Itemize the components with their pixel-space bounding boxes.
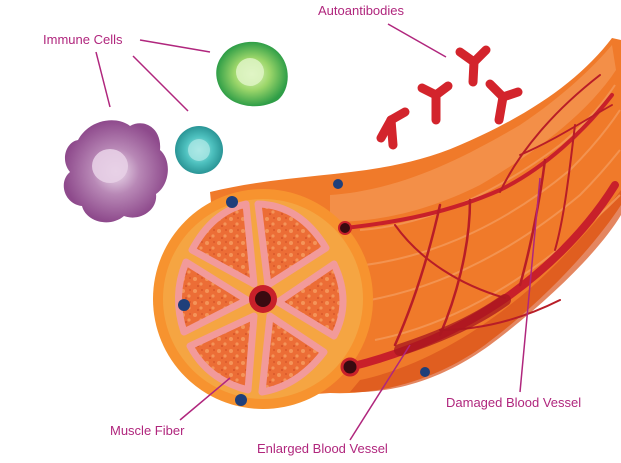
vessel-branch-3	[518, 158, 547, 287]
leader-autoantibodies	[387, 23, 447, 58]
leader-enlarged-vessel	[349, 344, 411, 441]
muscle-cross-section	[153, 179, 430, 409]
leader-lines	[95, 23, 541, 441]
vessel-branch-6	[499, 74, 601, 193]
fascicle-4	[186, 312, 258, 394]
label-muscle-fiber: Muscle Fiber	[110, 423, 185, 438]
fascicle-6	[188, 200, 258, 288]
immune-cells	[63, 41, 288, 223]
leader-muscle-fiber	[179, 377, 231, 421]
leader-immune-green	[139, 39, 211, 53]
fascicle-5	[174, 258, 251, 336]
label-damaged-blood-vessel: Damaged Blood Vessel	[446, 395, 582, 410]
fascicles	[174, 200, 347, 396]
blood-vessels	[343, 74, 619, 371]
label-immune-cells: Immune Cells	[43, 32, 123, 47]
autoantibody-1	[376, 107, 410, 150]
muscle-tube-highlight	[330, 45, 616, 222]
vessel-branch-2	[438, 198, 472, 337]
autoantibody-4	[485, 79, 523, 125]
leader-immune-teal	[132, 55, 189, 112]
leader-damaged-vessel	[519, 177, 541, 393]
vessel-bulge	[394, 294, 511, 356]
label-autoantibodies: Autoantibodies	[318, 3, 405, 18]
fascicle-3	[258, 312, 328, 396]
vessel-branch-4	[554, 124, 576, 251]
autoantibody-2	[417, 81, 453, 125]
central-vessel-lumen	[255, 291, 271, 307]
green-cell-nucleus	[236, 58, 264, 86]
purple-cell-nucleus	[92, 149, 128, 183]
label-enlarged-blood-vessel: Enlarged Blood Vessel	[257, 441, 388, 456]
vessel-branch-1	[393, 203, 442, 347]
vessel-branch-7	[519, 104, 613, 156]
leader-immune-purple	[95, 51, 111, 108]
autoantibody-3	[455, 45, 491, 87]
autoantibodies	[376, 45, 523, 150]
vessel-openings	[178, 179, 430, 406]
vessel-branch-5	[394, 224, 506, 299]
muscle-striations	[359, 84, 621, 341]
fascicle-1	[254, 200, 330, 289]
fascicle-2	[274, 260, 347, 340]
teal-cell-nucleus	[188, 139, 210, 161]
